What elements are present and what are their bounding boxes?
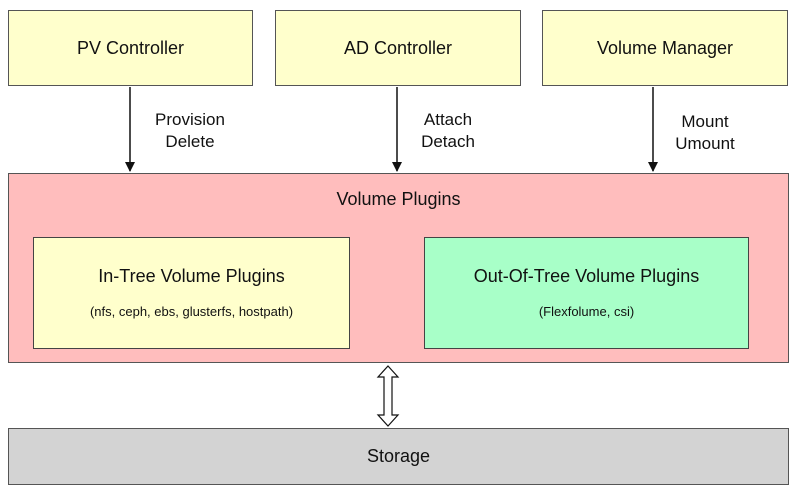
- out-of-tree-plugins-box: Out-Of-Tree Volume Plugins (Flexfolume, …: [424, 237, 749, 349]
- volume-plugins-title: Volume Plugins: [336, 189, 461, 209]
- vm-operations: Mount Umount: [645, 111, 765, 155]
- pv-op-provision: Provision: [155, 110, 225, 129]
- vm-op-mount: Mount: [681, 112, 729, 131]
- ad-controller-box: AD Controller: [275, 10, 521, 86]
- pv-controller-box: PV Controller: [8, 10, 253, 86]
- storage-label: Storage: [366, 446, 431, 466]
- pv-op-delete: Delete: [165, 132, 215, 151]
- in-tree-plugins-title: In-Tree Volume Plugins: [98, 266, 285, 286]
- vm-op-umount: Umount: [675, 134, 735, 153]
- volume-manager-box: Volume Manager: [542, 10, 788, 86]
- ad-operations: Attach Detach: [388, 109, 508, 153]
- out-of-tree-plugins-examples: (Flexfolume, csi): [538, 304, 635, 319]
- pv-operations: Provision Delete: [130, 109, 250, 153]
- plugins-storage-double-arrow: [376, 365, 400, 427]
- ad-op-attach: Attach: [423, 110, 473, 129]
- storage-box: Storage: [8, 428, 789, 485]
- in-tree-plugins-box: In-Tree Volume Plugins (nfs, ceph, ebs, …: [33, 237, 350, 349]
- pv-controller-label: PV Controller: [76, 37, 185, 58]
- ad-controller-label: AD Controller: [343, 37, 453, 58]
- out-of-tree-plugins-title: Out-Of-Tree Volume Plugins: [473, 266, 700, 286]
- ad-op-detach: Detach: [421, 132, 475, 151]
- volume-manager-label: Volume Manager: [596, 37, 734, 58]
- in-tree-plugins-examples: (nfs, ceph, ebs, glusterfs, hostpath): [89, 304, 294, 319]
